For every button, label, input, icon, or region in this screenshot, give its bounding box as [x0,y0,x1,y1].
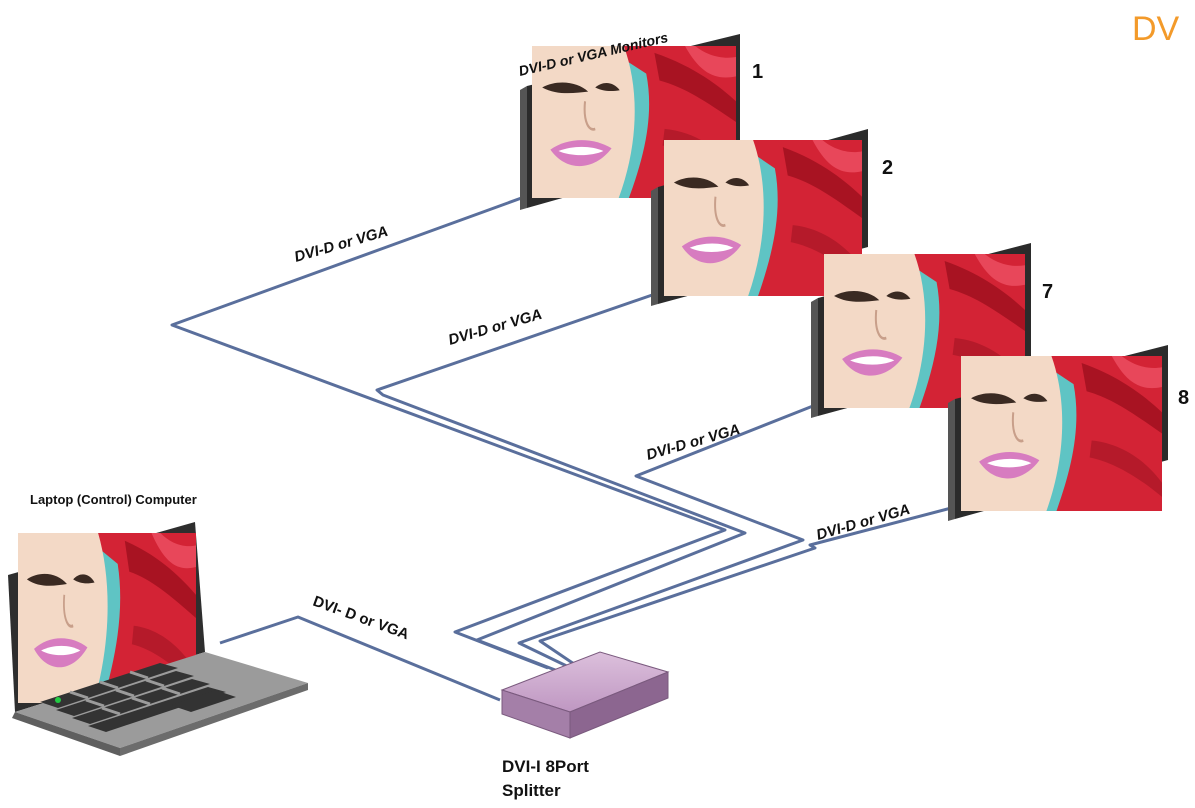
monitor-1 [520,34,740,210]
cable-monitor-2 [375,291,747,675]
cable-label-3: DVI-D or VGA [644,421,742,464]
cable-monitor-8 [538,505,956,670]
monitor-number-1: 1 [752,61,763,83]
splitter-box [500,651,670,739]
cable-label-laptop: DVI- D or VGA [311,593,412,644]
cable-monitor-7 [517,402,819,672]
splitter-label-line2: Splitter [502,781,561,800]
monitor-2 [651,129,868,306]
monitor-number-8: 8 [1178,387,1189,409]
monitor-8 [948,345,1168,521]
monitor-number-2: 2 [882,157,893,179]
splitter-label-line1: DVI-I 8Port [502,757,589,776]
brand-text: DV [1132,10,1180,48]
cable-label-1: DVI-D or VGA [292,223,390,266]
cable-laptop [219,615,501,702]
cable-label-2: DVI-D or VGA [446,306,544,349]
laptop-label: Laptop (Control) Computer [30,492,197,507]
monitor-number-7: 7 [1042,281,1053,303]
monitor-7 [811,243,1031,418]
laptop [8,522,308,756]
